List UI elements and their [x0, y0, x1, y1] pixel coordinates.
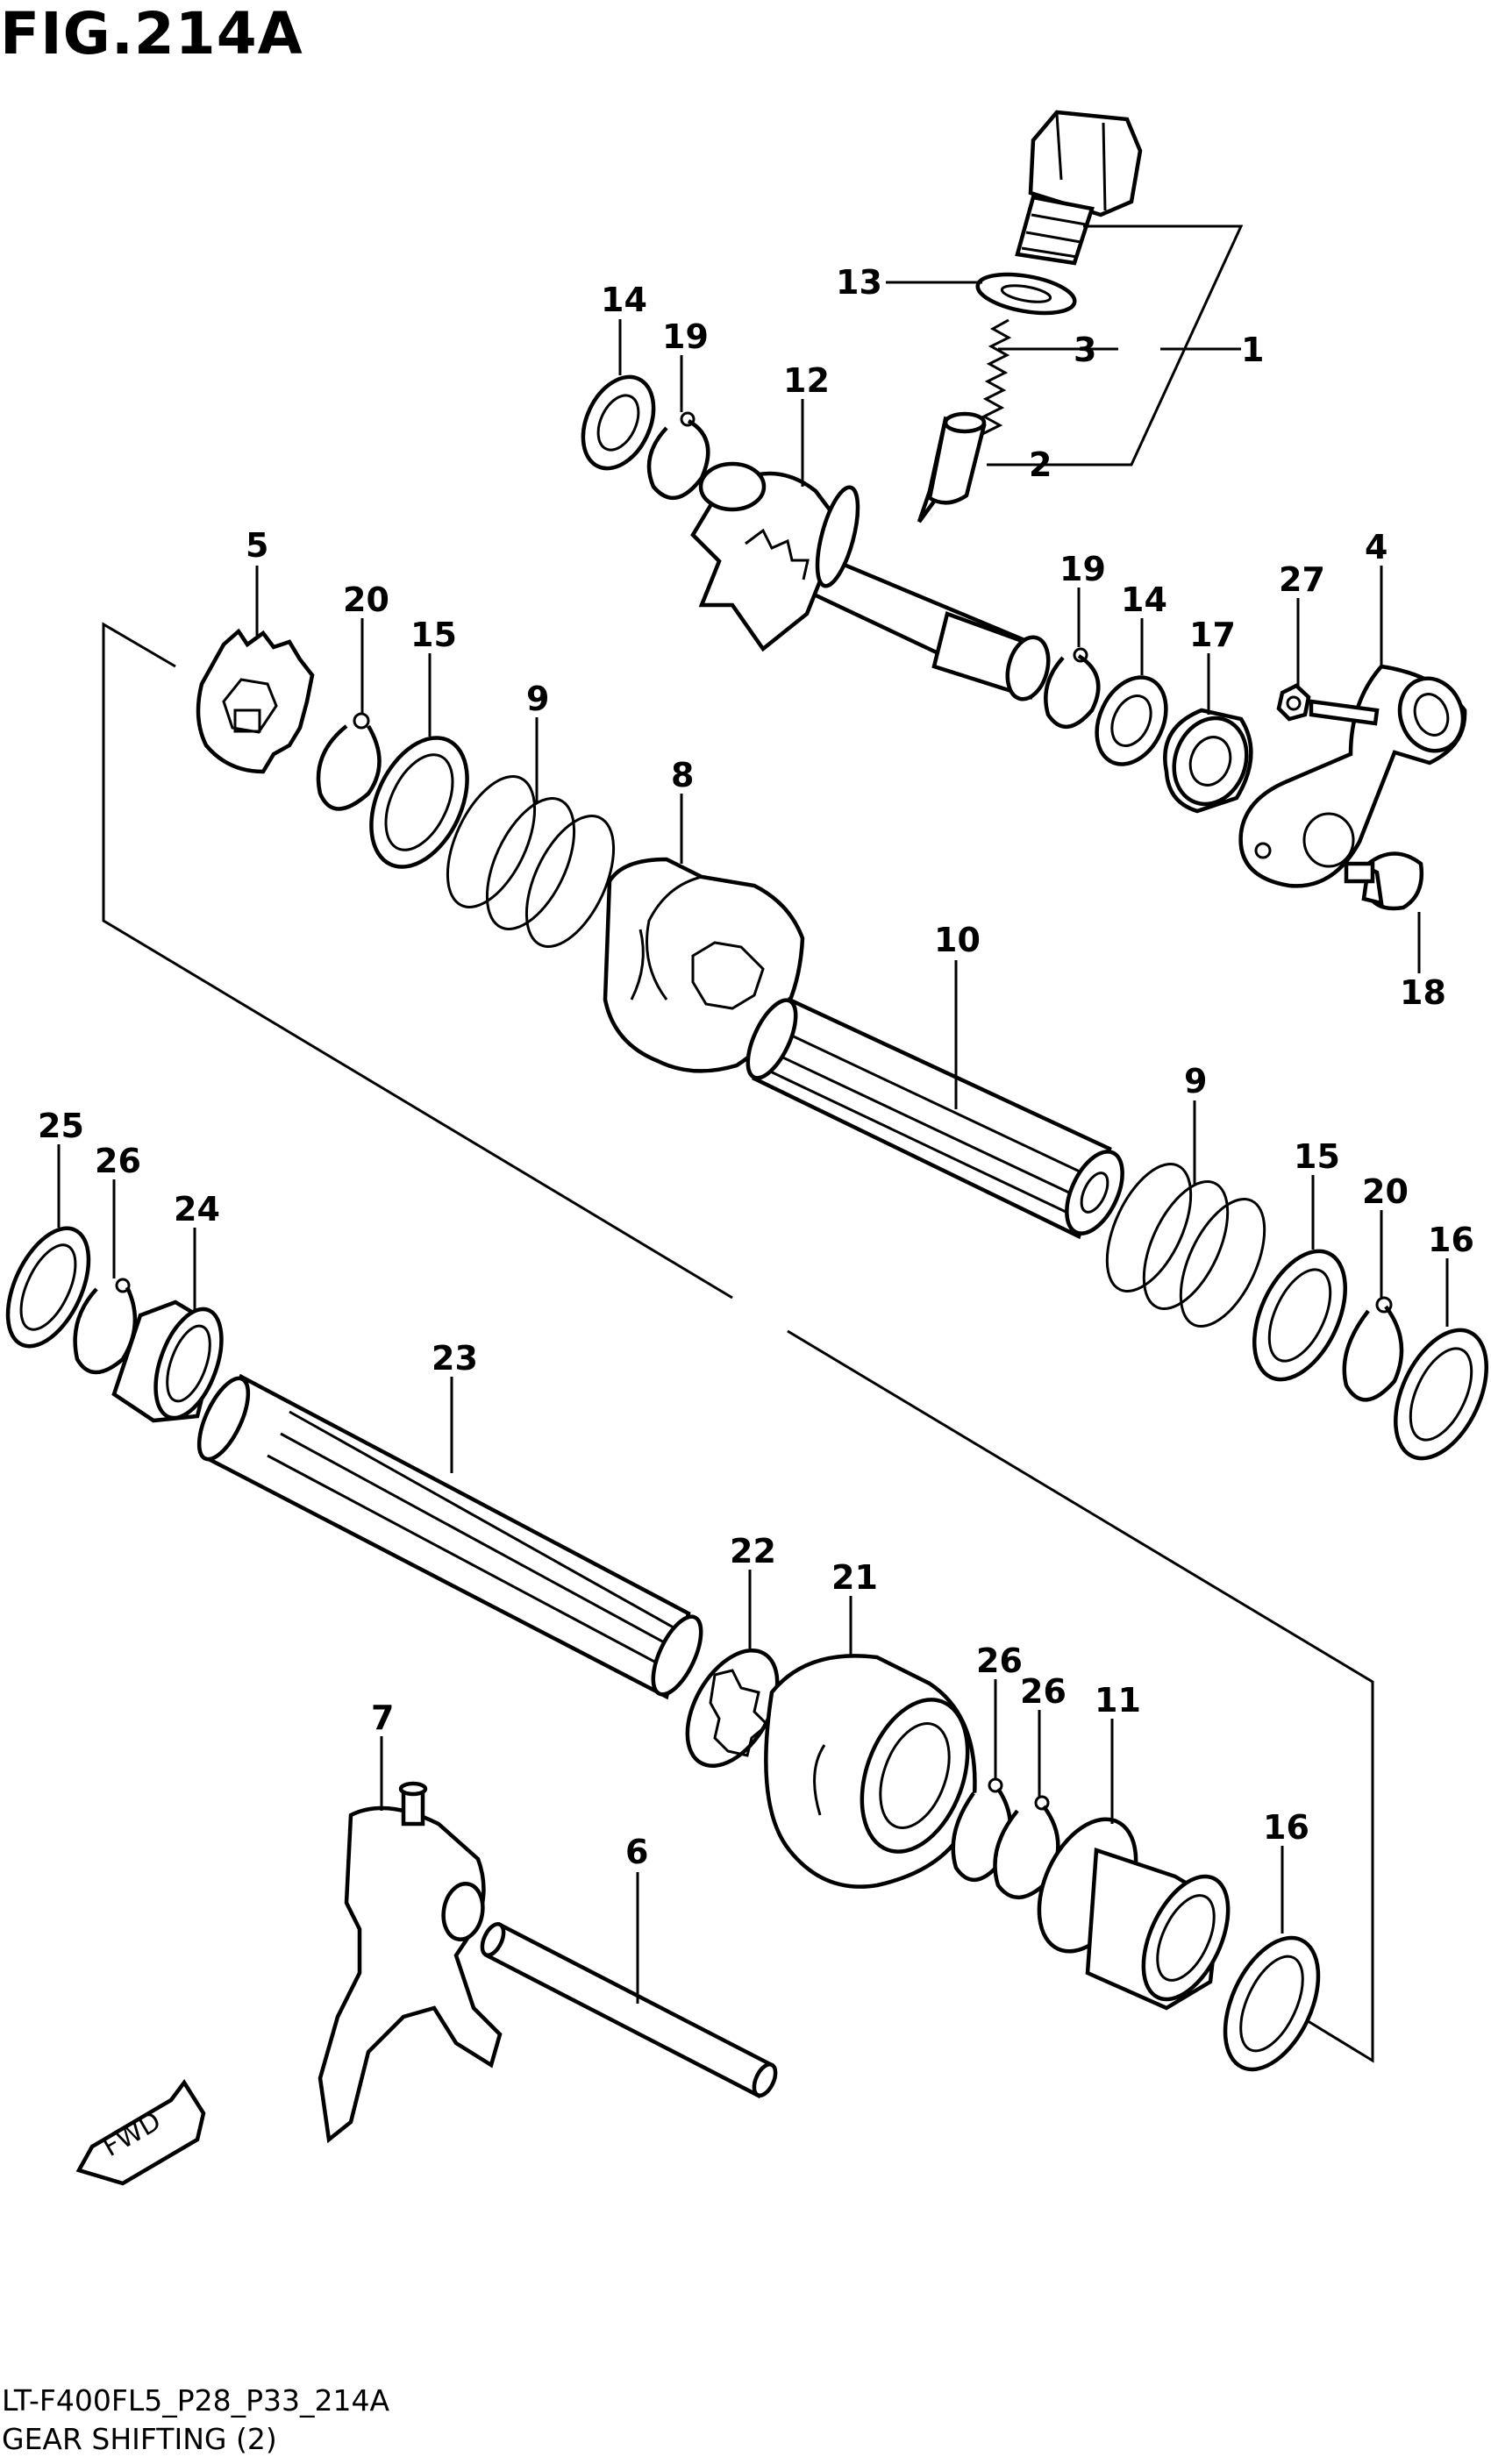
- callout-4: 4: [1365, 528, 1388, 566]
- callout-7: 7: [371, 1698, 394, 1737]
- callout-15-left: 15: [410, 616, 457, 654]
- part-1-bolt: [1015, 110, 1143, 266]
- part-17-bearing: [1163, 708, 1253, 814]
- callout-6: 6: [625, 1833, 648, 1871]
- model-code: LT-F400FL5_P28_P33_214A: [2, 2383, 390, 2418]
- callout-21: 21: [831, 1558, 878, 1597]
- figure-title: FIG.214A: [0, 0, 303, 68]
- part-4-shift-arm: [1238, 664, 1467, 888]
- part-18-bolt: [1344, 851, 1424, 911]
- part-16-washer-lower: [1223, 1935, 1321, 2072]
- part-16-washer-right: [1394, 1328, 1488, 1461]
- part-9-spring-upper: [446, 775, 616, 948]
- part-10-shaft: [746, 996, 1124, 1240]
- part-11-sleeve: [1037, 1817, 1231, 2011]
- leader-lines: [57, 224, 1449, 2004]
- callout-26-left: 26: [95, 1142, 141, 1180]
- callout-27: 27: [1279, 560, 1325, 599]
- callout-10: 10: [934, 921, 981, 959]
- part-7-shift-fork: [317, 1781, 503, 2144]
- part-22-plate: [685, 1648, 780, 1769]
- callout-20-right: 20: [1362, 1172, 1409, 1211]
- callout-26-mid2: 26: [1020, 1672, 1067, 1711]
- part-15-washer-left: [369, 736, 469, 869]
- part-26-circlip-mid2: [993, 1795, 1060, 1900]
- callout-20-left: 20: [343, 580, 389, 619]
- callout-5: 5: [246, 526, 268, 565]
- callout-9-lower: 9: [1184, 1062, 1207, 1100]
- callout-9-upper: 9: [526, 680, 549, 718]
- callout-19-top: 19: [662, 317, 709, 356]
- part-19-circlip-right: [1044, 647, 1101, 730]
- part-13-washer: [975, 272, 1077, 316]
- callout-16-right: 16: [1428, 1221, 1474, 1259]
- part-27-nut: [1276, 683, 1311, 722]
- callout-8: 8: [671, 756, 694, 794]
- part-20-circlip-right: [1342, 1296, 1404, 1402]
- part-15-washer-right: [1252, 1249, 1347, 1382]
- callout-1: 1: [1241, 331, 1264, 369]
- callout-11: 11: [1095, 1681, 1141, 1720]
- fwd-arrow-icon: FWD: [75, 2079, 206, 2186]
- part-6-rod: [480, 1921, 778, 2099]
- callout-18: 18: [1400, 973, 1446, 1012]
- part-2-pin: [917, 411, 987, 523]
- callout-25: 25: [38, 1107, 84, 1145]
- callout-12: 12: [783, 361, 830, 400]
- callout-24: 24: [174, 1190, 220, 1228]
- part-14-washer-top: [581, 374, 656, 471]
- part-26-circlip-left: [73, 1278, 138, 1375]
- callout-2: 2: [1029, 445, 1052, 484]
- callout-17: 17: [1189, 616, 1236, 654]
- callout-16-lower: 16: [1263, 1808, 1309, 1847]
- group-name: GEAR SHIFTING (2): [2, 2422, 277, 2456]
- part-14-washer-right: [1095, 675, 1168, 766]
- callout-15-right: 15: [1294, 1137, 1340, 1176]
- callout-23: 23: [432, 1339, 478, 1378]
- part-3-spring: [981, 318, 1012, 436]
- callout-14-right: 14: [1121, 580, 1167, 619]
- callout-13: 13: [836, 263, 882, 302]
- part-12-shift-shaft: [690, 461, 1051, 701]
- part-20-circlip-left: [316, 712, 382, 811]
- part-5-gear: [196, 628, 315, 774]
- assembly-frame: [102, 622, 1374, 2063]
- part-19-circlip-top: [646, 411, 710, 501]
- callout-26-mid1: 26: [976, 1641, 1023, 1680]
- part-23-shaft: [196, 1373, 703, 1700]
- callout-14-top: 14: [601, 281, 647, 319]
- callout-labels: 1 2 3 4 5 6 7 8 9 9 10 11 12 13 14 14 15…: [38, 263, 1474, 1871]
- callout-3: 3: [1074, 331, 1096, 369]
- callout-19-right: 19: [1059, 550, 1106, 588]
- part-21-drum: [764, 1654, 977, 1889]
- part-24-bushing: [111, 1300, 224, 1423]
- part-25-washer: [5, 1226, 91, 1349]
- part-9-spring-lower: [1105, 1163, 1266, 1328]
- callout-22: 22: [730, 1532, 776, 1570]
